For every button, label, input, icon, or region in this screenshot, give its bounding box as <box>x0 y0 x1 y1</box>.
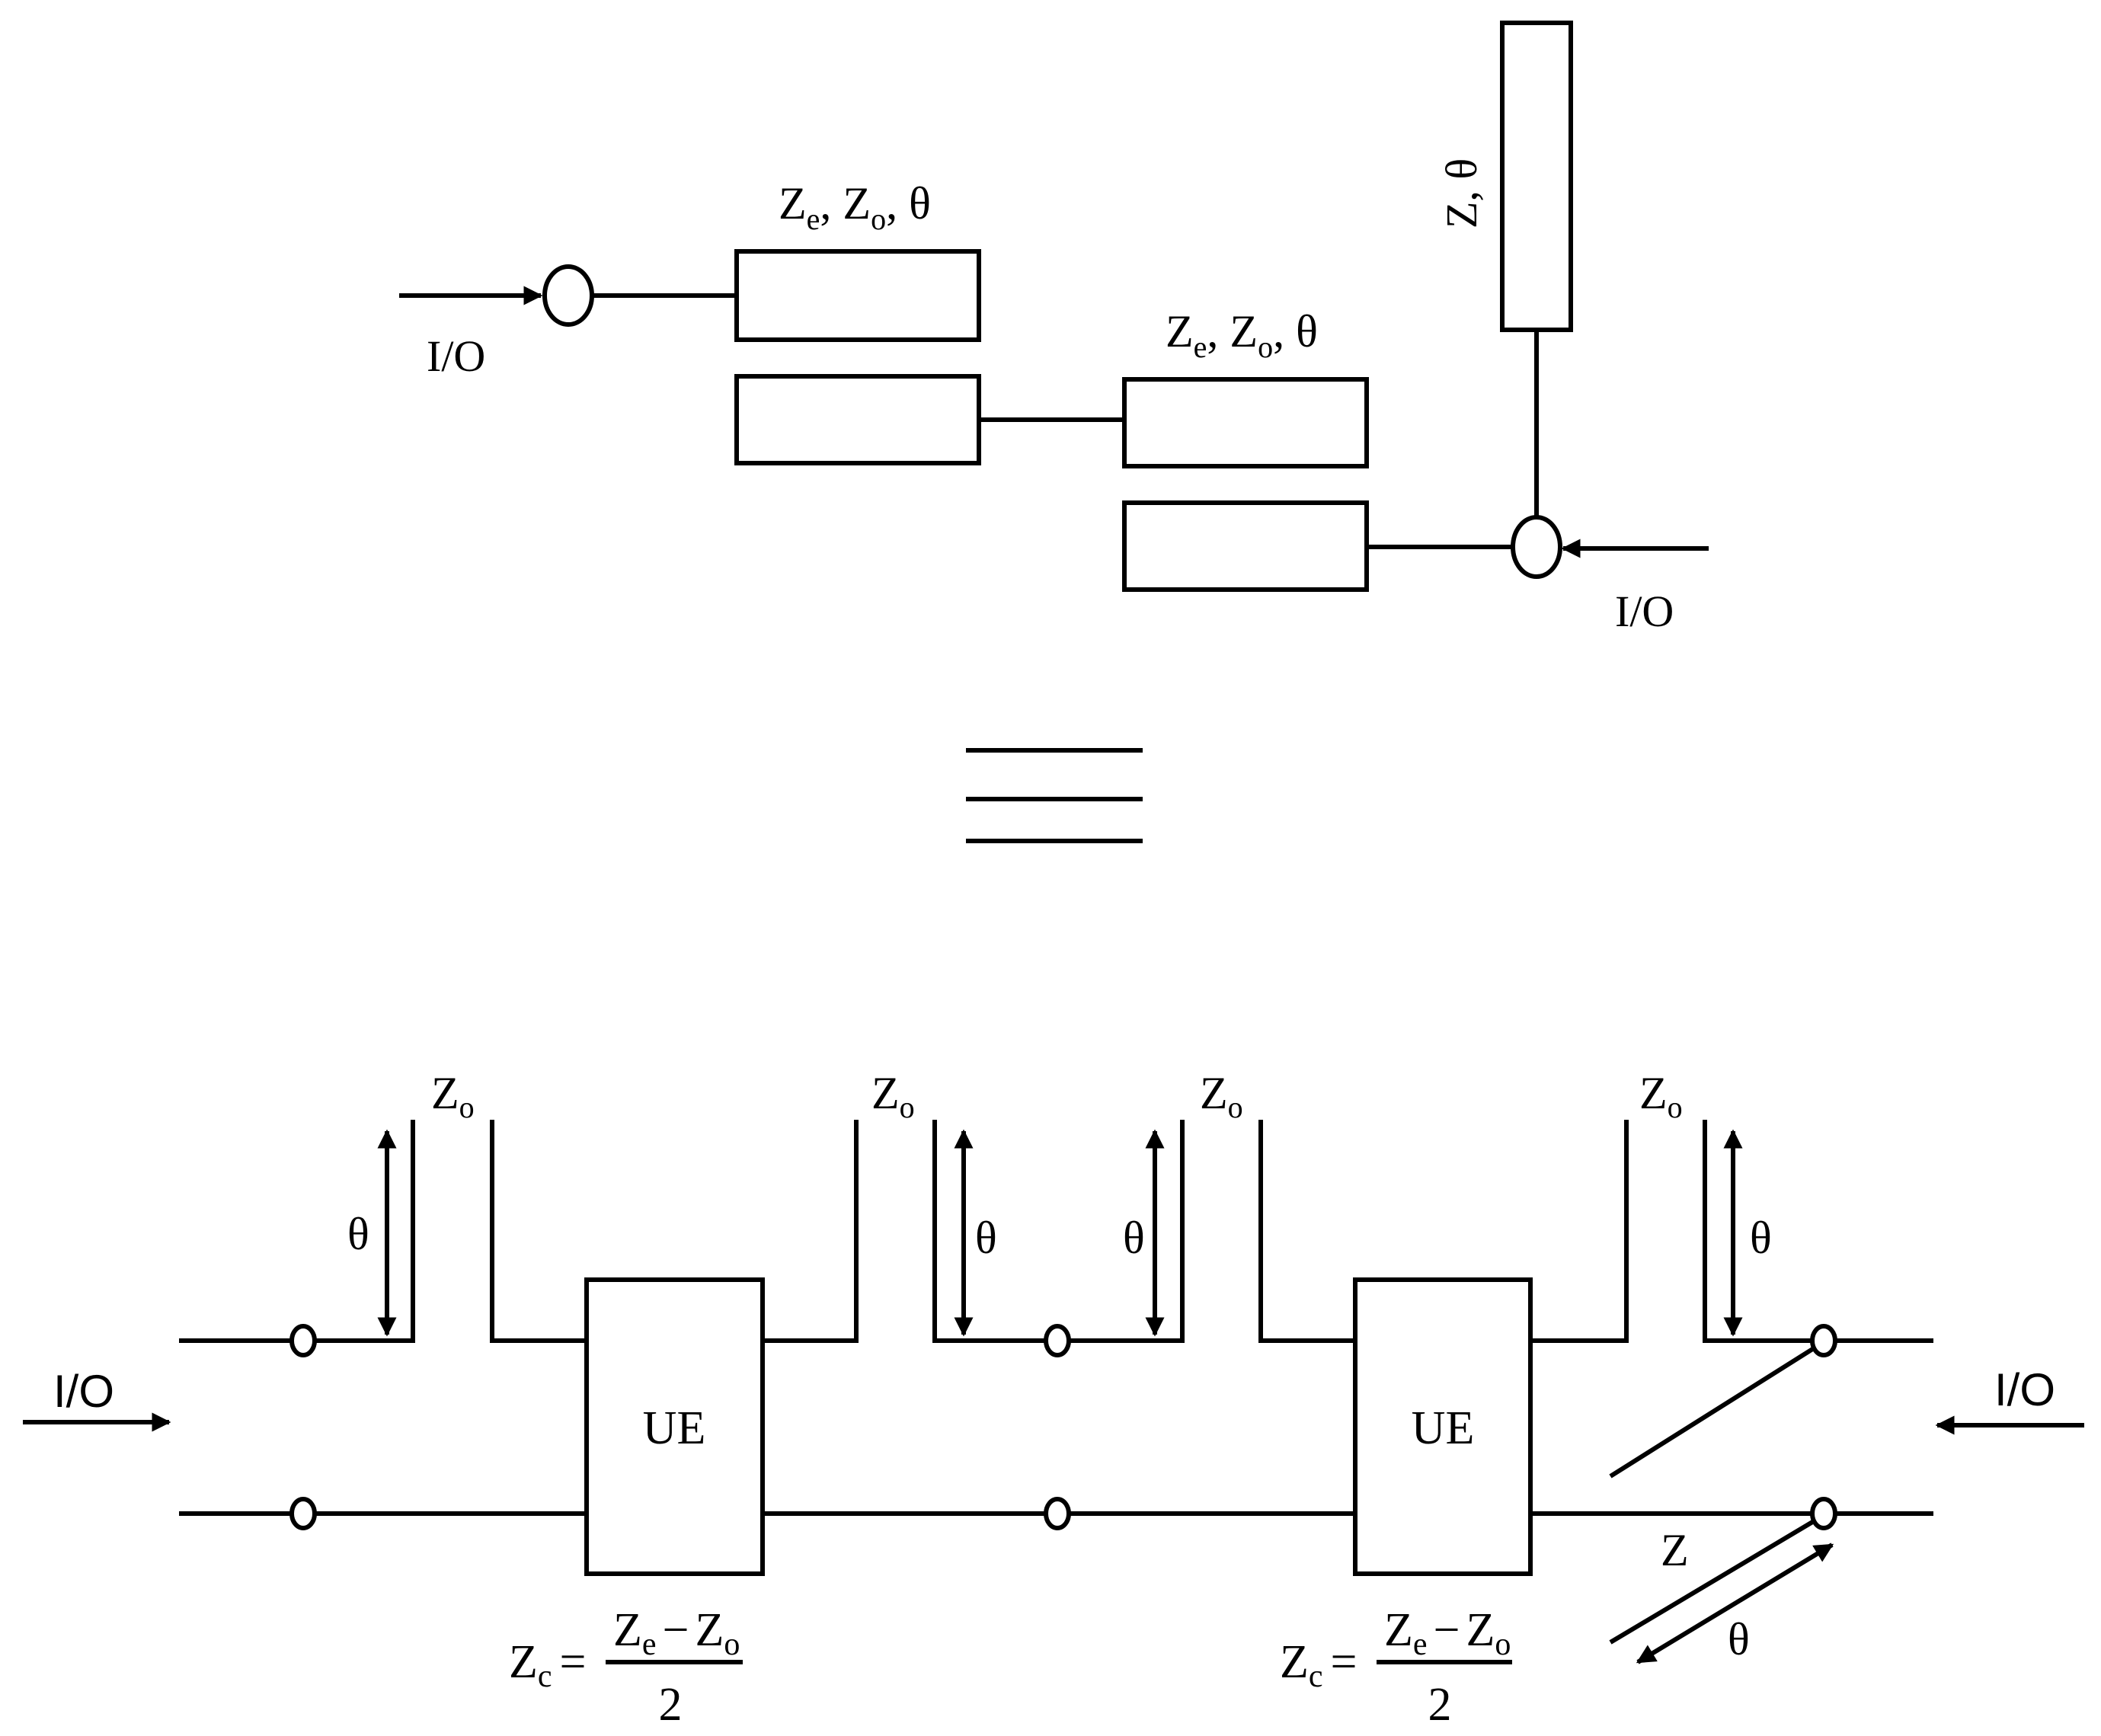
line-theta-label: θ <box>1728 1614 1750 1664</box>
upper-path-segment-2 <box>490 1120 587 1343</box>
line-theta-arrow <box>1636 1543 1834 1664</box>
coupled-line-1-lower <box>734 374 981 465</box>
port-right-top <box>1810 1324 1837 1357</box>
top-io-right-label: I/O <box>1615 587 1674 636</box>
upper-path-segment-6 <box>1530 1120 1629 1343</box>
ue-label-2: UE <box>1412 1402 1475 1454</box>
open-stub <box>1500 21 1573 332</box>
coupled-line-1-label: Ze, Zo, θ <box>779 178 931 236</box>
line-z-label: Z <box>1661 1525 1689 1575</box>
top-io-left-label: I/O <box>427 331 485 381</box>
top-network: I/O Ze, Zo, θ Ze, Zo, θ I/O Z, θ <box>399 21 1709 636</box>
upper-path-segment-5 <box>1258 1120 1355 1343</box>
theta-label-4: θ <box>1750 1213 1772 1263</box>
bottom-io-right-label: I/O <box>1994 1364 2055 1415</box>
formula-1: Zc= Ze−Zo 2 <box>509 1604 743 1731</box>
theta-label-1: θ <box>347 1209 369 1259</box>
port-mid-top <box>1044 1324 1071 1357</box>
upper-path-segment-4 <box>932 1120 1185 1343</box>
ue-block-1 <box>584 1277 765 1576</box>
port-right-bottom <box>1810 1497 1837 1530</box>
stub-label-3: Zo <box>1200 1068 1243 1124</box>
coupled-line-2-upper <box>1122 377 1369 468</box>
equivalence-symbol <box>966 748 1143 843</box>
coupled-line-2-lower <box>1122 500 1369 592</box>
top-right-port <box>1511 515 1562 579</box>
theta-label-2: θ <box>975 1213 997 1263</box>
upper-path-segment-3 <box>763 1120 859 1343</box>
ue-label-1: UE <box>643 1402 706 1454</box>
ue-block-2 <box>1353 1277 1533 1576</box>
svg-text:2: 2 <box>659 1679 683 1731</box>
stub-label-2: Zo <box>871 1068 915 1124</box>
bottom-network: I/O I/O Zo Zo Zo Zo θ θ θ θ UE UE <box>23 1068 2084 1731</box>
theta-label-3: θ <box>1123 1213 1145 1263</box>
upper-path-segment-1 <box>179 1120 415 1343</box>
port-left-top <box>289 1324 317 1357</box>
twist-line-upper <box>1609 1346 1815 1479</box>
formula-2: Zc= Ze−Zo 2 <box>1280 1604 1512 1731</box>
svg-text:Zc=: Zc= <box>1280 1636 1357 1694</box>
twist-line-lower <box>1609 1519 1815 1645</box>
stub-label-1: Zo <box>431 1068 475 1124</box>
stub-label: Z, θ <box>1437 158 1486 229</box>
stub-label-4: Zo <box>1639 1068 1683 1124</box>
svg-text:Ze−Zo: Ze−Zo <box>613 1604 740 1662</box>
coupled-line-1-upper <box>734 249 981 342</box>
top-left-port <box>542 264 594 327</box>
svg-text:Zc=: Zc= <box>509 1636 587 1694</box>
svg-text:2: 2 <box>1428 1679 1452 1731</box>
upper-path-segment-7 <box>1703 1120 1933 1343</box>
bottom-io-left-label: I/O <box>53 1366 114 1417</box>
port-left-bottom <box>289 1497 317 1530</box>
svg-text:Ze−Zo: Ze−Zo <box>1384 1604 1511 1662</box>
port-mid-bottom <box>1044 1497 1071 1530</box>
coupled-line-2-label: Ze, Zo, θ <box>1166 306 1318 364</box>
